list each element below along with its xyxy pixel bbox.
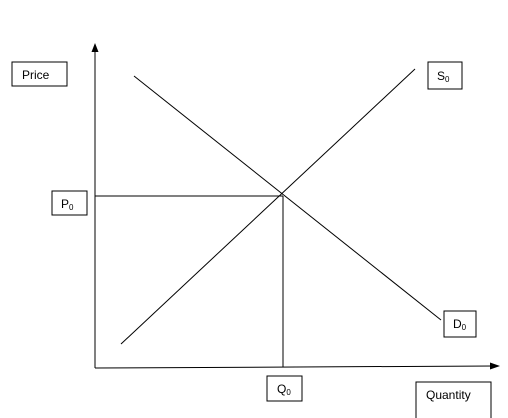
demand-label: D0 bbox=[453, 317, 467, 332]
supply-label-box: S0 bbox=[427, 61, 463, 90]
quantity-axis-label: Quantity bbox=[426, 388, 471, 402]
demand-label-box: D0 bbox=[443, 310, 477, 338]
demand-curve bbox=[133, 75, 442, 321]
quantity-equilibrium-label-box: Q0 bbox=[266, 375, 303, 402]
price-equilibrium-label-box: P0 bbox=[51, 190, 88, 216]
x-axis bbox=[94, 365, 495, 369]
price-axis-label-box: Price bbox=[11, 61, 68, 87]
quantity-axis-label-box: Quantity bbox=[415, 381, 492, 418]
y-axis-arrowhead bbox=[91, 43, 99, 52]
quantity-equilibrium-label: Q0 bbox=[277, 382, 291, 397]
supply-curve bbox=[120, 68, 416, 345]
price-equilibrium-label: P0 bbox=[61, 197, 74, 212]
supply-label: S0 bbox=[437, 69, 450, 84]
price-axis-label: Price bbox=[22, 68, 50, 82]
x-axis-arrowhead bbox=[490, 362, 500, 370]
